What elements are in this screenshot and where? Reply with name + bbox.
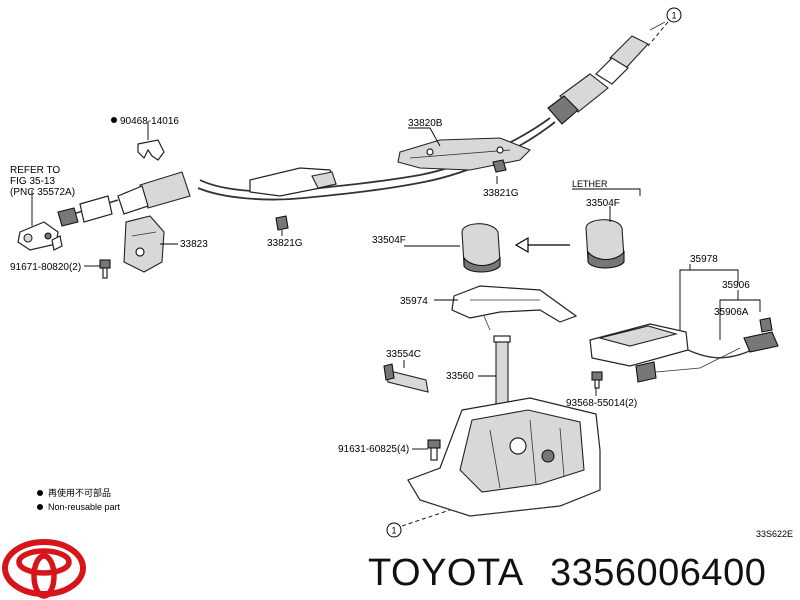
toyota-logo-icon xyxy=(2,539,86,599)
label-33504f-leather: 33504F xyxy=(586,198,620,209)
label-33560: 33560 xyxy=(446,371,474,382)
switch-assembly-35978 xyxy=(589,323,761,383)
refer-line1: REFER TO xyxy=(10,165,60,176)
shift-knob-left xyxy=(461,223,501,273)
refer-line3: (PNC 35572A) xyxy=(10,187,75,198)
label-lether: LETHER xyxy=(572,179,608,189)
callout-1-top-text: 1 xyxy=(671,11,676,21)
drawing-number: 33S622E xyxy=(756,529,793,539)
bracket-33823 xyxy=(123,215,165,273)
shift-lever-base xyxy=(407,397,601,517)
label-33504f: 33504F xyxy=(372,235,406,246)
callout-1-top: 1 xyxy=(666,7,682,23)
legend-bullet-icon-2 xyxy=(37,504,43,510)
clip-33821g-left xyxy=(275,215,289,231)
shift-cable xyxy=(17,21,666,251)
arrow-to-left-knob xyxy=(514,236,570,254)
shift-lever-33560 xyxy=(493,335,511,417)
clip-35906a xyxy=(759,317,773,333)
label-33823: 33823 xyxy=(180,239,208,250)
label-35906: 35906 xyxy=(722,280,750,291)
non-reusable-bullet-icon xyxy=(111,117,117,123)
label-35974: 35974 xyxy=(400,296,428,307)
connector-35906 xyxy=(743,331,779,353)
label-33554c: 33554C xyxy=(386,349,421,360)
legend-item-jp: 再使用不可部品 xyxy=(48,487,111,498)
label-90468-14016: 90468-14016 xyxy=(120,116,179,127)
legend: 再使用不可部品 Non-reusable part xyxy=(37,487,121,512)
retainer-33554c xyxy=(383,363,429,393)
label-91631-60825: 91631-60825(4) xyxy=(338,444,409,455)
label-35906a: 35906A xyxy=(714,307,749,318)
clip-90468-14016 xyxy=(137,139,165,161)
label-35978: 35978 xyxy=(690,254,718,265)
label-33820b: 33820B xyxy=(408,118,443,129)
label-33821g-left: 33821G xyxy=(267,238,303,249)
callout-1-bottom-text: 1 xyxy=(391,526,396,536)
bolt-91671 xyxy=(99,259,111,279)
indicator-housing-35974 xyxy=(451,285,578,331)
leader-lines xyxy=(31,21,761,527)
part-number: 3356006400 xyxy=(550,552,766,594)
clip-33821g-right xyxy=(492,159,507,173)
label-93568-55014: 93568-55014(2) xyxy=(566,398,637,409)
label-33821g-right: 33821G xyxy=(483,188,519,199)
shift-knob-leather xyxy=(585,219,625,269)
callout-1-bottom: 1 xyxy=(386,522,402,538)
legend-bullet-icon-1 xyxy=(37,490,43,496)
bolt-91631 xyxy=(427,439,441,461)
label-91671-80820: 91671-80820(2) xyxy=(10,262,81,273)
brand-name: TOYOTA xyxy=(368,552,524,594)
bolt-93568 xyxy=(591,371,603,389)
legend-item-en: Non-reusable part xyxy=(48,502,121,512)
refer-line2: FIG 35-13 xyxy=(10,176,55,187)
cable-bracket-33820b xyxy=(397,137,531,171)
cable-mid-bracket xyxy=(249,167,337,197)
